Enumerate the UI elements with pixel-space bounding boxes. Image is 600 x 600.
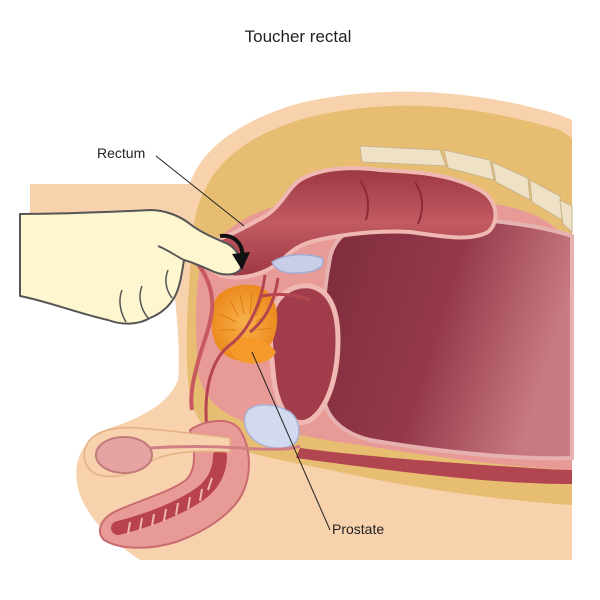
rectum-fold — [414, 181, 424, 225]
bladder — [319, 215, 574, 461]
abdominal-muscle — [296, 448, 572, 484]
examining-hand — [19, 209, 243, 325]
label-prostate: Prostate — [332, 521, 384, 537]
anal-canal — [189, 260, 215, 411]
pubic-bone — [243, 404, 300, 450]
testicle — [95, 436, 153, 474]
rectum-fold — [359, 179, 369, 221]
seminal-vesicle — [271, 253, 324, 274]
bladder-neck — [267, 283, 341, 425]
diagram-title: Toucher rectal — [245, 27, 352, 46]
leader-prostate — [251, 351, 331, 531]
spermatic-cord — [149, 444, 301, 451]
corpus-ridges — [127, 477, 213, 535]
prostate — [211, 284, 278, 364]
sacrum — [359, 145, 573, 234]
label-rectum: Rectum — [97, 145, 145, 161]
corpus-spongiosum — [111, 449, 227, 535]
leader-rectum — [155, 155, 245, 227]
finger-motion-arrow-icon — [219, 233, 250, 270]
